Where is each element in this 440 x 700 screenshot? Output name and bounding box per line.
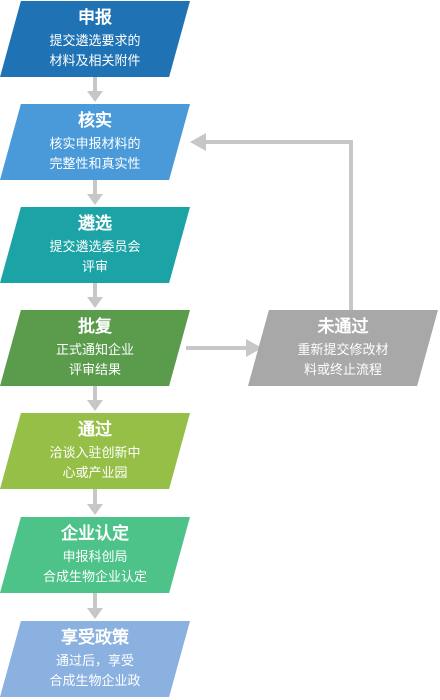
step-enterprise-certification-title: 企业认定 [61,523,129,544]
step-approval-shape [0,310,190,386]
down-arrow-head-5 [87,504,103,515]
down-arrow-head-6 [87,608,103,619]
step-enterprise-certification: 企业认定 申报科创局 合成生物企业认定 [0,517,190,593]
down-arrow-head-1 [87,91,103,102]
step-enjoy-policy: 享受政策 通过后，享受 合成生物企业政 [0,621,190,697]
step-apply-desc-1: 提交遴选要求的 [49,33,141,49]
step-enterprise-certification-desc-2: 合成生物企业认定 [42,569,147,585]
step-passed: 通过 洽谈入驻创新中 心或产业园 [0,413,190,489]
loop-arrow-head [190,133,206,151]
step-enterprise-certification-desc-1: 申报科创局 [62,549,128,565]
step-selection-title: 遴选 [78,213,112,234]
step-enjoy-policy-shape [0,621,190,697]
step-verify: 核实 核实申报材料的 完整性和真实性 [0,104,190,180]
step-verify-shape [0,104,190,180]
step-verify-desc-1: 核实申报材料的 [49,136,141,152]
step-apply-title: 申报 [78,7,112,28]
down-arrow-head-3 [87,297,103,308]
step-verify-desc-2: 完整性和真实性 [49,156,141,172]
step-rejected-title: 未通过 [317,316,369,337]
step-rejected: 未通过 重新提交修改材 料或终止流程 [248,310,438,386]
step-passed-title: 通过 [78,419,112,440]
step-apply-desc-2: 材料及相关附件 [49,53,141,69]
step-verify-title: 核实 [78,110,112,131]
step-passed-desc-2: 心或产业园 [62,465,128,481]
down-arrow-head-2 [87,194,103,205]
branch-arrow-head [246,339,262,357]
step-approval: 批复 正式通知企业 评审结果 [0,310,190,386]
step-passed-desc-1: 洽谈入驻创新中 [49,445,141,461]
down-arrow-head-4 [87,400,103,411]
step-apply-shape [0,1,190,77]
step-approval-title: 批复 [78,316,112,337]
step-passed-shape [0,413,190,489]
step-rejected-shape [248,310,438,386]
step-approval-desc-2: 评审结果 [68,362,121,378]
step-enterprise-certification-shape [0,517,190,593]
step-selection: 遴选 提交遴选委员会 评审 [0,207,190,283]
loop-arrow-back-to-verify [200,140,353,312]
down-arrows [87,77,103,619]
step-enjoy-policy-desc-1: 通过后，享受 [55,653,134,669]
step-apply: 申报 提交遴选要求的 材料及相关附件 [0,1,190,77]
step-rejected-desc-1: 重新提交修改材 [297,342,389,358]
step-enjoy-policy-desc-2: 合成生物企业政 [49,673,141,689]
step-selection-desc-2: 评审 [81,259,108,275]
step-enjoy-policy-title: 享受政策 [61,627,129,648]
step-selection-desc-1: 提交遴选委员会 [49,239,141,255]
step-rejected-desc-2: 料或终止流程 [303,362,382,378]
step-approval-desc-1: 正式通知企业 [55,342,134,358]
step-selection-shape [0,207,190,283]
